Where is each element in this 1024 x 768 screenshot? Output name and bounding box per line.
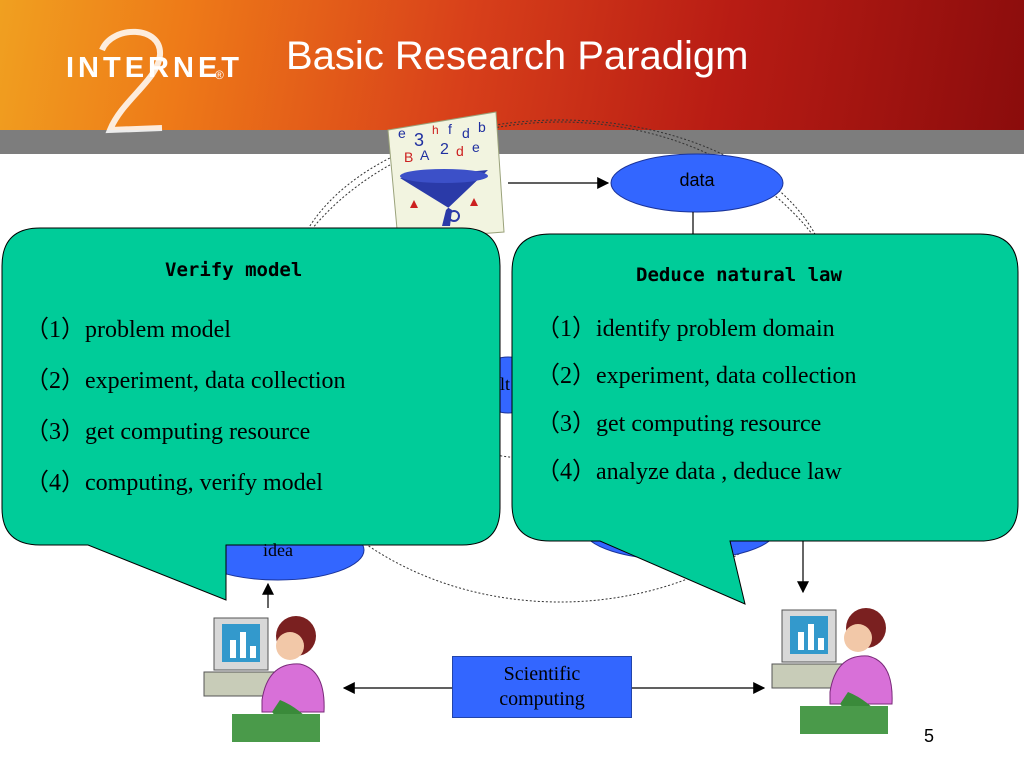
center-ellipse-label: lt (500, 374, 511, 394)
svg-text:e: e (472, 139, 480, 155)
idea-ellipse-label: idea (263, 540, 293, 560)
svg-text:f: f (448, 121, 452, 137)
left-callout-item-1: （1）problem model (25, 317, 231, 343)
data-ellipse-label: data (679, 170, 715, 190)
svg-text:B: B (404, 149, 413, 165)
left-callout-bubble (1, 227, 501, 601)
logo-two-mark (99, 28, 163, 134)
svg-text:h: h (432, 123, 439, 137)
logo-text: INTERNET (66, 52, 243, 84)
header-banner (0, 0, 1024, 152)
page-title: Basic Research Paradigm (286, 34, 749, 78)
data-funnel-icon: e 3 h f d b 2 d e B A (387, 111, 505, 241)
svg-text:3: 3 (414, 130, 424, 150)
left-callout-item-3: （3）get computing resource (25, 419, 311, 445)
logo-registered-mark: ® (215, 68, 224, 82)
page-number: 5 (924, 726, 935, 746)
left-researcher-icon (203, 616, 325, 742)
left-callout-item-2: （2）experiment, data collection (25, 368, 346, 394)
svg-text:b: b (478, 119, 486, 135)
right-callout-item-1: （1）identify problem domain (536, 316, 835, 342)
right-callout-bubble (511, 233, 1019, 605)
scientific-computing-line-1: Scientific (503, 663, 581, 685)
svg-text:d: d (456, 143, 464, 159)
left-callout-title: Verify model (165, 259, 303, 281)
right-callout-item-4: （4）analyze data , deduce law (536, 459, 842, 485)
header-divider-bar (0, 130, 1024, 154)
right-callout-item-3: （3）get computing resource (536, 411, 822, 437)
right-callout-item-2: （2）experiment, data collection (536, 363, 857, 389)
svg-text:2: 2 (440, 141, 449, 158)
scientific-computing-line-2: computing (499, 688, 585, 710)
left-callout-item-4: （4）computing, verify model (25, 470, 323, 496)
data-ellipse (610, 153, 784, 213)
svg-text:A: A (420, 147, 430, 163)
right-callout-title: Deduce natural law (636, 264, 842, 286)
right-researcher-icon (771, 608, 893, 734)
svg-text:e: e (398, 125, 406, 141)
svg-text:d: d (462, 125, 470, 141)
scientific-computing-box: Scientific computing (452, 656, 632, 718)
